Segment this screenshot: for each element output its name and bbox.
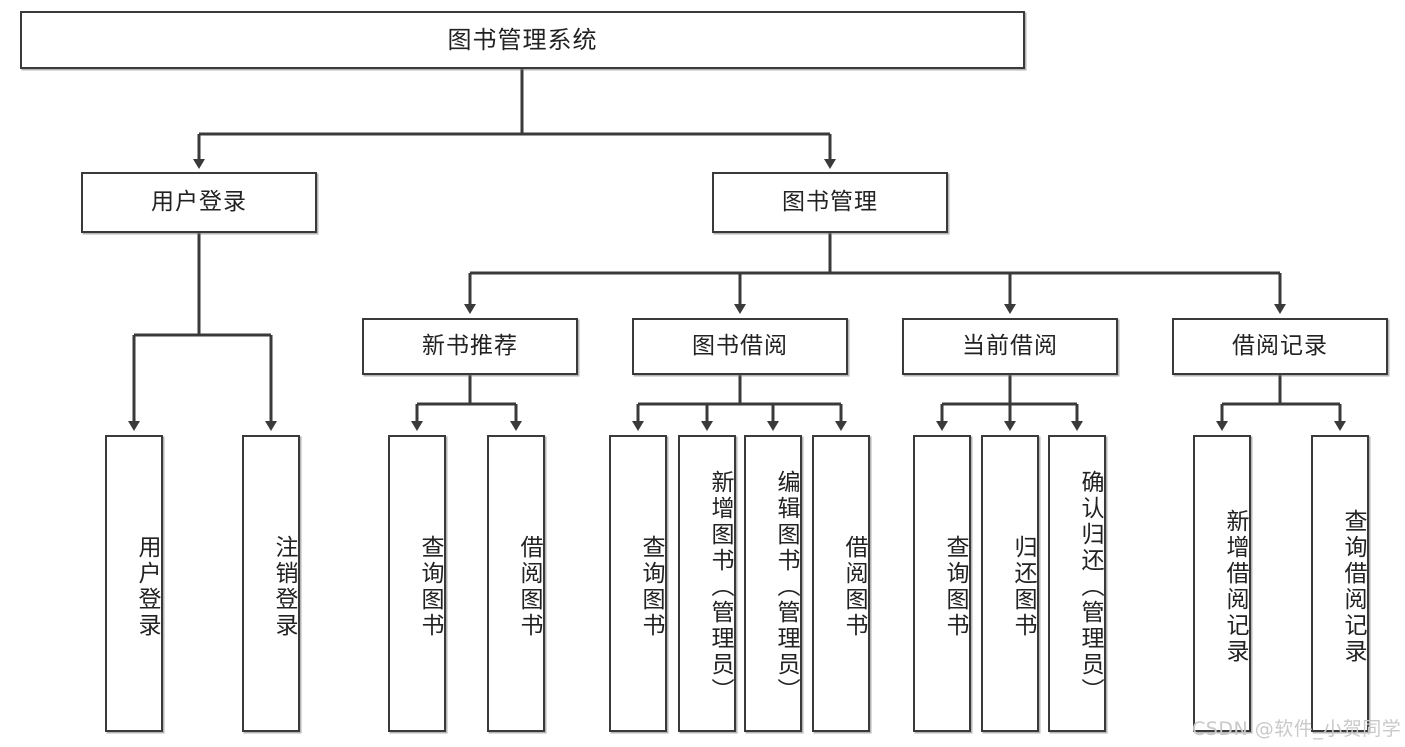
node-leaf-borrow-book-recommend[interactable]: 借阅图书 bbox=[487, 435, 545, 732]
node-leaf-return-book[interactable]: 归还图书 bbox=[981, 435, 1039, 732]
node-user-login[interactable]: 用户登录 bbox=[81, 172, 317, 233]
node-new-book-recommend[interactable]: 新书推荐 bbox=[362, 318, 578, 375]
node-book-borrow[interactable]: 图书借阅 bbox=[632, 318, 848, 375]
node-leaf-user-logout[interactable]: 注销登录 bbox=[242, 435, 300, 732]
node-leaf-add-borrow-record[interactable]: 新增借阅记录 bbox=[1193, 435, 1251, 732]
node-book-management[interactable]: 图书管理 bbox=[712, 172, 948, 233]
node-borrow-records[interactable]: 借阅记录 bbox=[1172, 318, 1388, 375]
node-leaf-add-book-admin[interactable]: 新增图书（管理员） bbox=[678, 435, 736, 732]
node-leaf-query-book-current[interactable]: 查询图书 bbox=[913, 435, 971, 732]
node-leaf-query-borrow-record[interactable]: 查询借阅记录 bbox=[1311, 435, 1369, 732]
node-leaf-confirm-return-admin[interactable]: 确认归还（管理员） bbox=[1048, 435, 1106, 732]
node-root-system[interactable]: 图书管理系统 bbox=[20, 11, 1025, 69]
node-leaf-user-login[interactable]: 用户登录 bbox=[105, 435, 163, 732]
node-leaf-borrow-book[interactable]: 借阅图书 bbox=[812, 435, 870, 732]
node-leaf-query-book-borrow[interactable]: 查询图书 bbox=[609, 435, 667, 732]
node-leaf-query-book-recommend[interactable]: 查询图书 bbox=[388, 435, 446, 732]
node-leaf-edit-book-admin[interactable]: 编辑图书（管理员） bbox=[744, 435, 802, 732]
node-current-borrow[interactable]: 当前借阅 bbox=[902, 318, 1118, 375]
